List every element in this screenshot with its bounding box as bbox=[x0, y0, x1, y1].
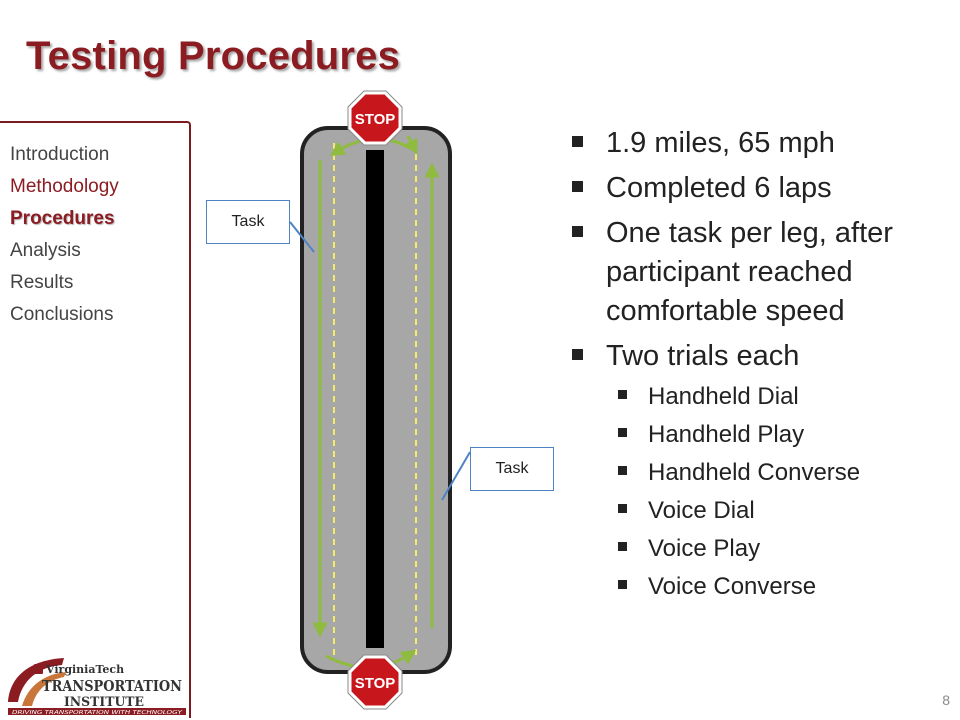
nav-item-conclusions[interactable]: Conclusions bbox=[10, 304, 114, 325]
track-diagram: STOP STOP bbox=[200, 88, 471, 718]
bullet-task-per-leg: One task per leg, after participant reac… bbox=[570, 214, 950, 331]
vtti-logo: VirginiaTech TRANSPORTATION INSTITUTE DR… bbox=[4, 656, 188, 716]
logo-line3: INSTITUTE bbox=[64, 695, 144, 710]
sub-bullet-voice-dial: Voice Dial bbox=[570, 493, 950, 528]
nav-item-procedures[interactable]: Procedures bbox=[10, 208, 115, 229]
slide-title: Testing Procedures bbox=[26, 34, 401, 78]
nav-item-introduction[interactable]: Introduction bbox=[10, 144, 110, 165]
sub-bullet-voice-converse: Voice Converse bbox=[570, 569, 950, 604]
section-nav: Introduction Methodology Procedures Anal… bbox=[0, 121, 191, 718]
bullet-distance: 1.9 miles, 65 mph bbox=[570, 124, 950, 163]
task-callout-right: Task bbox=[470, 447, 554, 491]
stop-sign-bottom-icon: STOP bbox=[347, 654, 403, 710]
sub-bullet-handheld-play: Handheld Play bbox=[570, 417, 950, 452]
sub-bullet-handheld-dial: Handheld Dial bbox=[570, 379, 950, 414]
bullet-trials: Two trials each bbox=[570, 337, 950, 376]
stop-label-top: STOP bbox=[355, 111, 396, 128]
sub-bullet-handheld-converse: Handheld Converse bbox=[570, 455, 950, 490]
task-callout-left: Task bbox=[206, 200, 290, 244]
arrow-top-right-corner bbox=[403, 135, 418, 155]
nav-item-results[interactable]: Results bbox=[10, 272, 74, 293]
logo-line2: TRANSPORTATION bbox=[42, 677, 182, 695]
sub-bullet-voice-play: Voice Play bbox=[570, 531, 950, 566]
page-number: 8 bbox=[942, 692, 950, 708]
nav-item-methodology[interactable]: Methodology bbox=[10, 176, 119, 197]
logo-tagline: DRIVING TRANSPORTATION WITH TECHNOLOGY bbox=[12, 710, 183, 716]
stop-label-bottom: STOP bbox=[355, 675, 396, 692]
nav-item-analysis[interactable]: Analysis bbox=[10, 240, 81, 261]
bullet-list: 1.9 miles, 65 mph Completed 6 laps One t… bbox=[570, 118, 950, 604]
bullet-laps: Completed 6 laps bbox=[570, 169, 950, 208]
track-median bbox=[366, 150, 384, 648]
stop-sign-top-icon: STOP bbox=[347, 90, 403, 146]
logo-line1: VirginiaTech bbox=[45, 663, 124, 676]
